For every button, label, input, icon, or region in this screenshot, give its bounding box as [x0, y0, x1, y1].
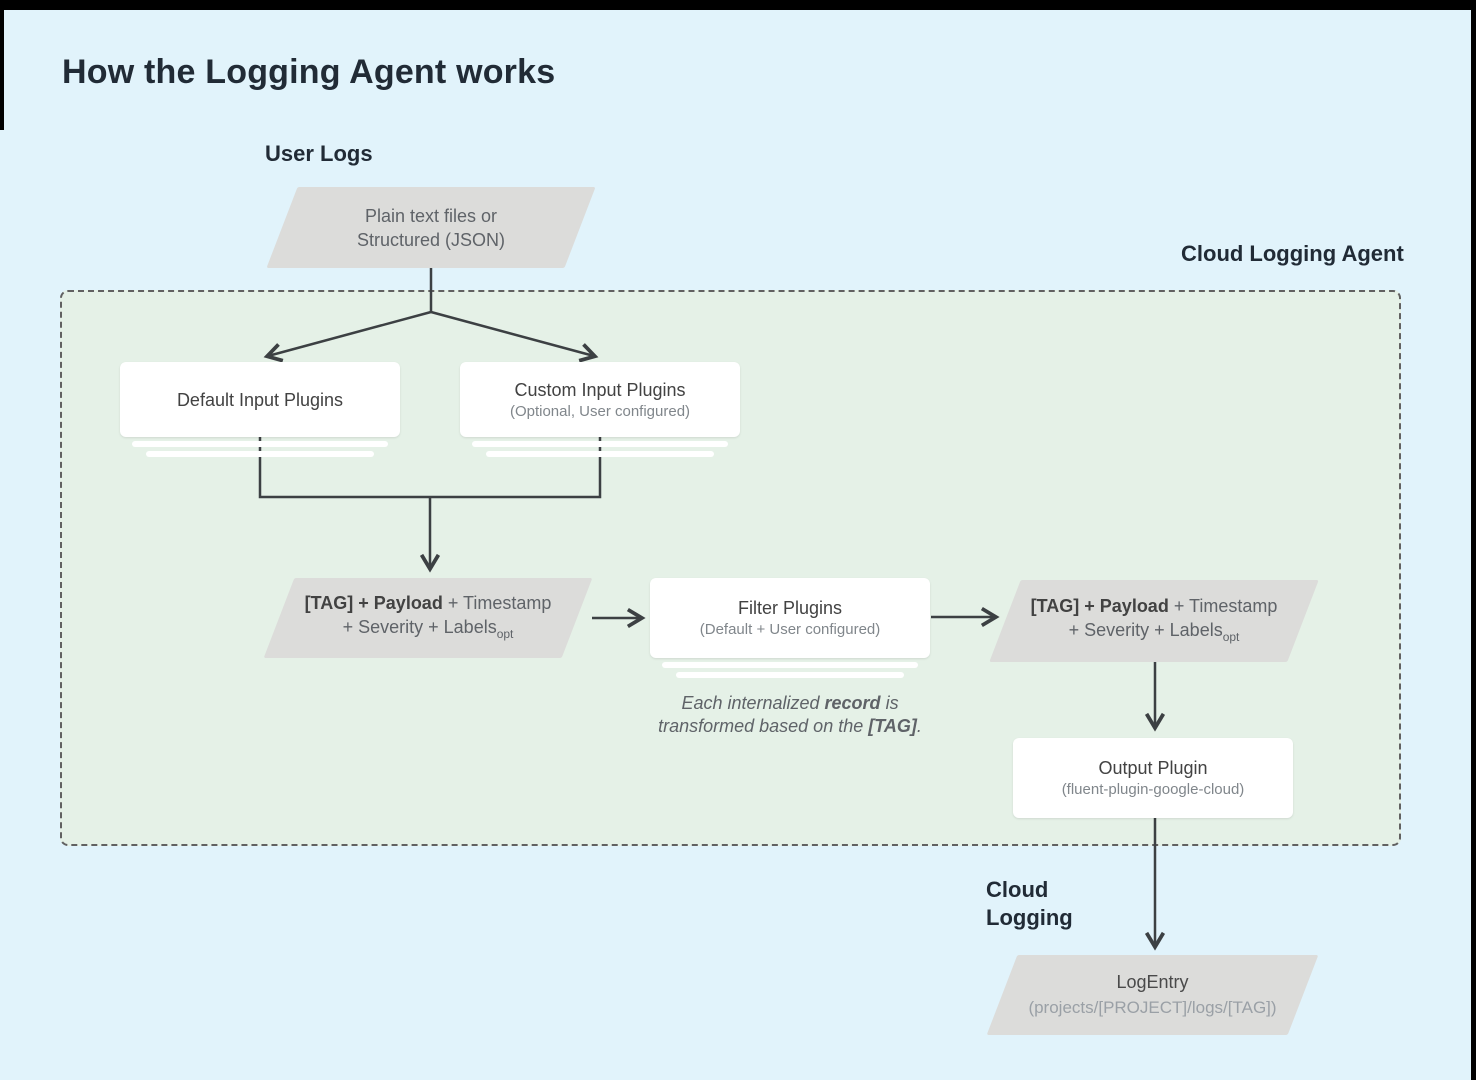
user-logs-input-line1: Plain text files or: [364, 205, 498, 226]
stack-bar: [146, 451, 374, 457]
filter-plugins-title: Filter Plugins: [737, 598, 843, 618]
node-filter-plugins: Filter Plugins (Default + User configure…: [650, 578, 930, 658]
filter-plugins-subtitle: (Default + User configured): [699, 621, 881, 638]
window-frame-top: [0, 0, 1476, 10]
node-log-record-left: [TAG] + Payload + Timestamp + Severity +…: [262, 578, 594, 658]
log-record-right-line1: [TAG] + Payload + Timestamp: [1030, 595, 1278, 616]
node-output-plugin: Output Plugin (fluent-plugin-google-clou…: [1013, 738, 1293, 818]
log-record-left-line2: + Severity + Labelsopt: [342, 616, 514, 641]
log-record-left-line1: [TAG] + Payload + Timestamp: [304, 592, 552, 613]
output-plugin-title: Output Plugin: [1098, 758, 1208, 778]
user-logs-input-line2: Structured (JSON): [356, 229, 506, 250]
window-frame-right: [1471, 0, 1476, 1080]
filter-caption: Each internalized record is transformed …: [658, 693, 922, 736]
node-default-input-plugins: Default Input Plugins: [120, 362, 400, 437]
log-record-right-line2: + Severity + Labelsopt: [1068, 619, 1240, 644]
node-log-entry: LogEntry (projects/[PROJECT]/logs/[TAG]): [985, 955, 1320, 1035]
cloud-logging-label: Cloud Logging: [986, 876, 1073, 932]
default-input-plugins-title: Default Input Plugins: [176, 389, 344, 410]
custom-input-plugins-subtitle: (Optional, User configured): [509, 402, 691, 420]
log-entry-title: LogEntry: [1116, 972, 1189, 992]
stack-bar: [472, 441, 728, 447]
log-entry-subtitle: (projects/[PROJECT]/logs/[TAG]): [1028, 998, 1277, 1017]
stack-bar: [676, 672, 904, 678]
cloud-logging-label-line2: Logging: [986, 905, 1073, 930]
node-custom-input-plugins: Custom Input Plugins (Optional, User con…: [460, 362, 740, 437]
output-plugin-subtitle: (fluent-plugin-google-cloud): [1061, 781, 1245, 798]
window-frame-left: [0, 0, 4, 130]
page-title: How the Logging Agent works: [62, 53, 556, 91]
cloud-logging-agent-label: Cloud Logging Agent: [1181, 241, 1404, 266]
custom-input-plugins-title: Custom Input Plugins: [514, 379, 686, 400]
stack-bar: [662, 662, 918, 668]
user-logs-label: User Logs: [265, 141, 373, 166]
node-user-logs-input: Plain text files or Structured (JSON): [265, 187, 597, 268]
cloud-logging-label-line1: Cloud: [986, 877, 1049, 902]
node-log-record-right: [TAG] + Payload + Timestamp + Severity +…: [988, 580, 1320, 662]
stack-bar: [132, 441, 388, 447]
stack-bar: [486, 451, 714, 457]
